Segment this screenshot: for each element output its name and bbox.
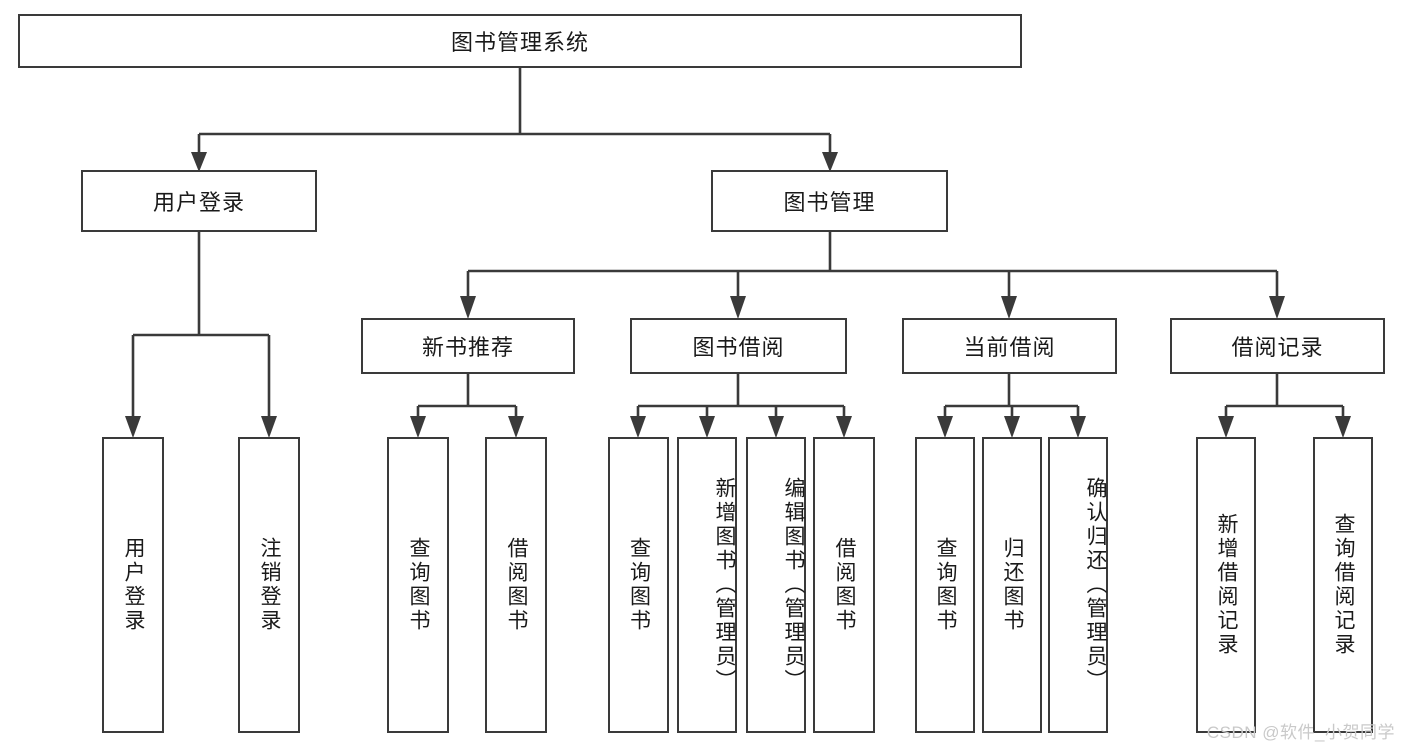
node-new-book-recommend[interactable]: 新书推荐 [361,318,575,374]
node-leaf-add-borrow-record[interactable]: 新增借阅记录 [1196,437,1256,733]
node-leaf-edit-book-admin-label: 编辑图书（管理员） [782,477,805,693]
node-leaf-edit-book-admin[interactable]: 编辑图书（管理员） [746,437,806,733]
node-leaf-borrow-book-label: 借阅图书 [833,537,857,633]
node-leaf-borrow-book[interactable]: 借阅图书 [813,437,875,733]
node-leaf-add-borrow-record-label: 新增借阅记录 [1215,513,1239,657]
node-leaf-logout[interactable]: 注销登录 [238,437,300,733]
node-current-borrow[interactable]: 当前借阅 [902,318,1117,374]
arrow-book-borrow-c2 [699,416,715,438]
node-borrow-record[interactable]: 借阅记录 [1170,318,1385,374]
arrow-current-borrow-c1 [937,416,953,438]
node-book-manage-label: 图书管理 [783,190,876,215]
node-user-login[interactable]: 用户登录 [81,170,317,232]
node-leaf-borrow-book-rec[interactable]: 借阅图书 [485,437,547,733]
watermark-text: CSDN @软件_小贺同学 [1206,723,1395,742]
node-leaf-confirm-return-admin[interactable]: 确认归还（管理员） [1048,437,1108,733]
arrow-root-to-user-login [191,152,207,172]
arrow-new-book-c2 [508,416,524,438]
arrow-current-borrow-c3 [1070,416,1086,438]
node-book-borrow[interactable]: 图书借阅 [630,318,847,374]
node-leaf-query-borrow-record[interactable]: 查询借阅记录 [1313,437,1373,733]
node-book-manage[interactable]: 图书管理 [711,170,948,232]
node-leaf-query-book-current-label: 查询图书 [934,537,958,633]
node-leaf-return-book[interactable]: 归还图书 [982,437,1042,733]
node-leaf-query-book-borrow-label: 查询图书 [627,537,651,633]
arrow-book-borrow-c3 [768,416,784,438]
node-leaf-confirm-return-admin-label: 确认归还（管理员） [1084,477,1107,693]
arrow-to-borrow-record [1269,296,1285,319]
node-current-borrow-label: 当前借阅 [963,335,1056,360]
arrow-user-login-right [261,416,277,438]
node-book-borrow-label: 图书借阅 [692,335,785,360]
arrow-current-borrow-c2 [1004,416,1020,438]
node-leaf-borrow-book-rec-label: 借阅图书 [505,537,529,633]
arrow-book-borrow-c1 [630,416,646,438]
arrow-book-borrow-c4 [836,416,852,438]
node-leaf-query-book-borrow[interactable]: 查询图书 [608,437,669,733]
node-user-login-label: 用户登录 [152,190,245,215]
node-leaf-query-book-rec[interactable]: 查询图书 [387,437,449,733]
node-new-book-recommend-label: 新书推荐 [421,335,514,360]
arrow-to-book-borrow [730,296,746,319]
node-leaf-user-login[interactable]: 用户登录 [102,437,164,733]
node-leaf-add-book-admin[interactable]: 新增图书（管理员） [677,437,737,733]
node-leaf-user-login-label: 用户登录 [122,537,146,633]
arrow-borrow-record-c2 [1335,416,1351,438]
arrow-new-book-c1 [410,416,426,438]
node-leaf-return-book-label: 归还图书 [1001,537,1025,633]
node-borrow-record-label: 借阅记录 [1231,335,1324,360]
node-root[interactable]: 图书管理系统 [18,14,1022,68]
arrow-user-login-left [125,416,141,438]
node-leaf-logout-label: 注销登录 [258,537,282,633]
arrow-to-new-book-recommend [460,296,476,319]
node-leaf-query-book-rec-label: 查询图书 [407,537,431,633]
arrow-borrow-record-c1 [1218,416,1234,438]
arrow-to-current-borrow [1001,296,1017,319]
node-leaf-query-borrow-record-label: 查询借阅记录 [1332,513,1356,657]
node-root-label: 图书管理系统 [450,30,589,55]
arrow-root-to-book-manage [822,152,838,172]
node-leaf-query-book-current[interactable]: 查询图书 [915,437,975,733]
node-leaf-add-book-admin-label: 新增图书（管理员） [713,477,736,693]
